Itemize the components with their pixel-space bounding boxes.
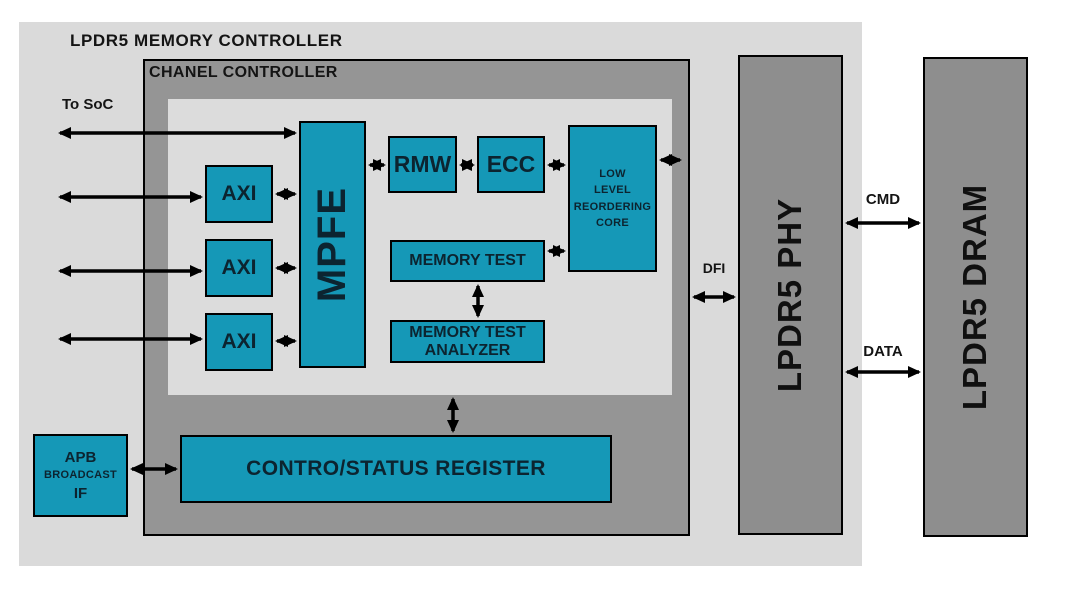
- low-level-reordering-core-label: LOW LEVEL REORDERING CORE: [573, 167, 652, 230]
- memory-test-analyzer-label: MEMORY TEST ANALYZER: [409, 323, 526, 359]
- apb-label-line2: BROADCAST: [44, 469, 117, 482]
- control-status-register-block: CONTRO/STATUS REGISTER: [180, 435, 612, 503]
- lpdr5-phy-label: LPDR5 PHY: [771, 197, 809, 393]
- axi-block-3: AXI: [205, 313, 273, 371]
- lpdr5-phy-block: LPDR5 PHY: [738, 55, 843, 535]
- axi-block-1: AXI: [205, 165, 273, 223]
- control-status-register-label: CONTRO/STATUS REGISTER: [246, 457, 546, 480]
- lpdr5-dram-label: LPDR5 DRAM: [956, 183, 994, 411]
- memory-controller-title: LPDR5 MEMORY CONTROLLER: [70, 31, 343, 50]
- apb-broadcast-if-block: APB BROADCAST IF: [33, 434, 128, 517]
- channel-controller-title: CHANEL CONTROLLER: [149, 64, 338, 81]
- lpdr5-dram-block: LPDR5 DRAM: [923, 57, 1028, 537]
- memory-test-analyzer-block: MEMORY TEST ANALYZER: [390, 320, 545, 363]
- dfi-label: DFI: [702, 260, 726, 276]
- memory-test-label: MEMORY TEST: [409, 252, 526, 269]
- low-level-reordering-core-block: LOW LEVEL REORDERING CORE: [568, 125, 657, 272]
- to-soc-label: To SoC: [62, 96, 114, 113]
- mpfe-block-label: MPFE: [310, 186, 354, 303]
- axi-block-2-label: AXI: [221, 256, 257, 279]
- axi-block-3-label: AXI: [221, 330, 257, 353]
- data-label: DATA: [863, 343, 903, 360]
- axi-block-2: AXI: [205, 239, 273, 297]
- ecc-block: ECC: [477, 136, 545, 193]
- axi-block-1-label: AXI: [221, 182, 257, 205]
- mpfe-block: MPFE: [299, 121, 366, 368]
- rmw-block-label: RMW: [393, 151, 452, 177]
- cmd-label: CMD: [865, 191, 901, 208]
- rmw-block: RMW: [388, 136, 457, 193]
- memory-test-block: MEMORY TEST: [390, 240, 545, 282]
- ecc-block-label: ECC: [486, 151, 536, 177]
- apb-label-line1: APB: [64, 449, 97, 467]
- apb-label-line3: IF: [73, 484, 88, 502]
